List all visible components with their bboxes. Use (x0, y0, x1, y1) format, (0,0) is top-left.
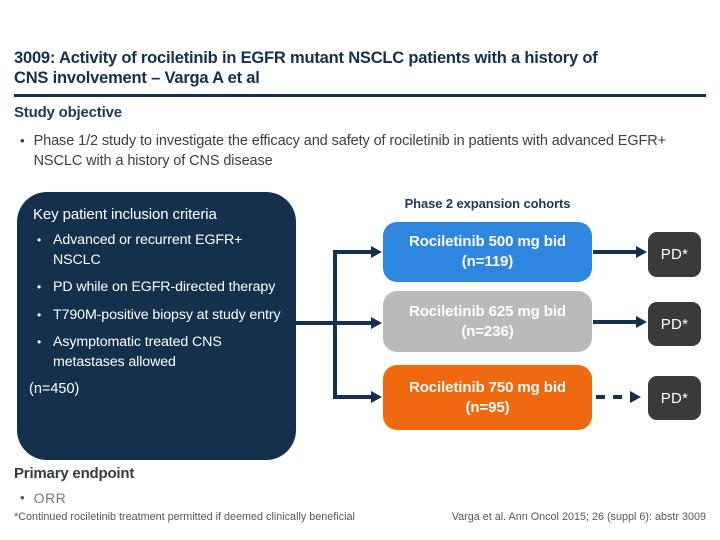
connector-branch-mid-line (337, 321, 372, 325)
pd-label: PD* (660, 315, 689, 333)
cohort-box-500: Rociletinib 500 mg bid (n=119) (383, 222, 592, 282)
footnote-text: *Continued rociletinib treatment permitt… (14, 511, 355, 523)
pd-outcome-box: PD* (648, 232, 701, 277)
page-title: 3009: Activity of rociletinib in EGFR mu… (14, 48, 708, 88)
pd-outcome-box: PD* (648, 376, 701, 420)
pd-outcome-box: PD* (648, 302, 701, 346)
cohorts-heading: Phase 2 expansion cohorts (404, 196, 571, 211)
citation-text: Varga et al. Ann Oncol 2015; 26 (suppl 6… (451, 511, 706, 523)
cohort-box-750: Rociletinib 750 mg bid (n=95) (383, 365, 592, 430)
cohort-label: Rociletinib 500 mg bid (409, 233, 566, 250)
inclusion-criteria-item: Asymptomatic treated CNS metastases allo… (33, 333, 282, 372)
inclusion-criteria-list: Advanced or recurrent EGFR+ NSCLC PD whi… (33, 231, 282, 372)
cohort-box-625: Rociletinib 625 mg bid (n=236) (383, 291, 592, 352)
arrowhead-icon (636, 246, 647, 258)
arrowhead-icon (371, 317, 382, 329)
inclusion-criteria-item: Advanced or recurrent EGFR+ NSCLC (33, 231, 282, 270)
inclusion-criteria-heading: Key patient inclusion criteria (33, 206, 217, 223)
arrowhead-icon (636, 316, 647, 328)
page-title-line-1: 3009: Activity of rociletinib in EGFR mu… (14, 49, 598, 67)
cohort-n: (n=95) (465, 398, 510, 416)
primary-endpoint-bullet: • ORR (20, 489, 66, 507)
inclusion-criteria-item: T790M-positive biopsy at study entry (33, 306, 282, 326)
arrowhead-icon (630, 391, 641, 403)
connector-branch-bottom-line (333, 395, 372, 399)
bullet-dot-icon: • (20, 490, 25, 505)
inclusion-criteria-box: Key patient inclusion criteria Advanced … (17, 192, 296, 460)
cohort-n: (n=119) (461, 253, 514, 270)
cohort-label: Rociletinib 625 mg bid (409, 302, 566, 320)
title-underline (14, 94, 706, 97)
arrowhead-icon (371, 246, 382, 258)
pd-label: PD* (660, 389, 689, 407)
primary-endpoint-bullet-text: ORR (33, 490, 67, 506)
arrow-cohort625-to-pd-line (593, 320, 637, 324)
cohort-n: (n=236) (461, 322, 514, 340)
arrowhead-icon (371, 391, 382, 403)
inclusion-criteria-item: PD while on EGFR-directed therapy (33, 278, 282, 298)
arrow-cohort750-to-pd-dashed-line (596, 395, 630, 399)
cohort-label: Rociletinib 750 mg bid (409, 378, 566, 396)
inclusion-total-n: (n=450) (29, 381, 80, 397)
study-objective-bullet-text: Phase 1/2 study to investigate the effic… (33, 133, 667, 169)
connector-branch-top-line (333, 250, 372, 254)
bullet-dot-icon: • (20, 133, 25, 148)
connector-trunk-line (333, 250, 337, 399)
study-objective-heading: Study objective (14, 104, 122, 121)
page-title-line-2: CNS involvement – Varga A et al (14, 69, 260, 87)
pd-label: PD* (660, 246, 689, 263)
study-objective-bullet: • Phase 1/2 study to investigate the eff… (20, 131, 696, 171)
primary-endpoint-heading: Primary endpoint (14, 465, 135, 482)
arrow-cohort500-to-pd-line (593, 250, 637, 254)
connector-stem-line (290, 321, 337, 325)
